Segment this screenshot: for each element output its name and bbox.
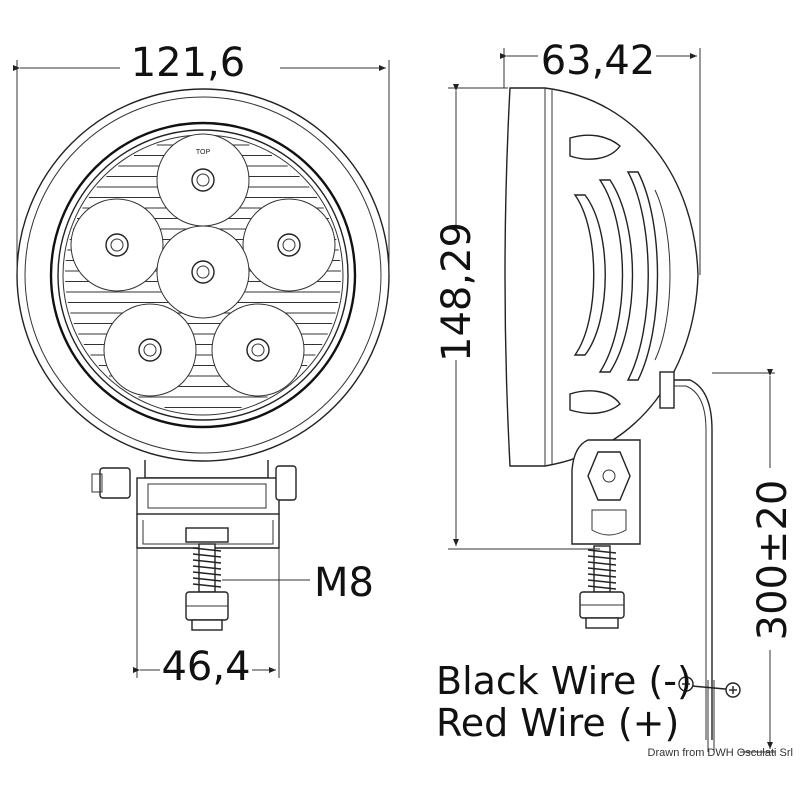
dim-cable-length: 300±20	[750, 480, 796, 641]
dim-mount-width: 46,4	[161, 644, 250, 690]
side-view	[504, 87, 741, 752]
led-emitter	[246, 338, 270, 362]
thread-label: M8	[314, 560, 374, 606]
dim-front-width: 121,6	[131, 40, 246, 86]
led-reflectors	[70, 133, 336, 397]
led-emitter	[191, 168, 215, 192]
side-m8-stud	[579, 545, 625, 629]
drawing-credit: Drawn from DWH Osculati Srl	[648, 747, 793, 759]
led-core	[196, 265, 210, 279]
dimension-lines	[13, 48, 775, 753]
led-emitter	[105, 233, 129, 257]
led-emitter	[138, 338, 162, 362]
side-cooling-fins	[569, 134, 671, 415]
front-m8-stud	[185, 543, 229, 631]
dim-side-depth: 63,42	[541, 38, 656, 84]
thread-coil	[587, 549, 617, 590]
led-core	[143, 343, 157, 357]
thread-coil	[192, 547, 222, 588]
led-core	[110, 238, 124, 252]
black-wire-label: Black Wire (-)	[436, 659, 692, 703]
front-view: TOP	[16, 88, 390, 631]
led-emitter	[191, 260, 215, 284]
side-mount-bracket	[571, 439, 641, 545]
wire-terminals	[678, 676, 741, 698]
cable	[674, 379, 715, 752]
side-housing	[504, 87, 699, 467]
red-wire-label: Red Wire (+)	[436, 701, 679, 745]
led-core	[251, 343, 265, 357]
front-mount-bracket	[91, 460, 297, 549]
led-emitter	[277, 233, 301, 257]
dim-height: 148,29	[434, 222, 480, 362]
led-core	[196, 173, 210, 187]
led-core	[282, 238, 296, 252]
top-mark: TOP	[196, 149, 211, 156]
front-bezel-ring	[49, 121, 357, 429]
